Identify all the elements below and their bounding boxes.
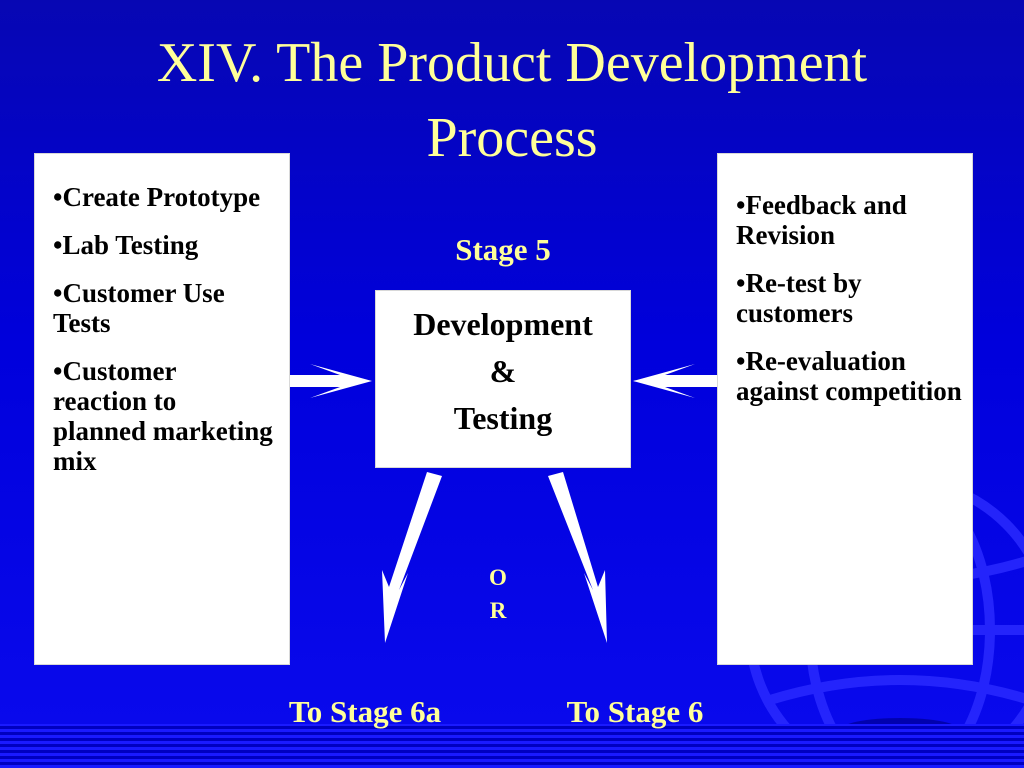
stage-box-line-2: & <box>489 352 517 389</box>
list-item: Customer reaction to planned marketing m… <box>53 356 275 476</box>
slide-title-line-2: Process <box>426 107 598 169</box>
list-item: Create Prototype <box>53 182 275 212</box>
arrow-down-left-icon <box>382 472 442 643</box>
or-label-r: R <box>489 598 507 623</box>
list-item: Re-evaluation against competition <box>736 346 962 406</box>
slide-title-line-1: XIV. The Product Development <box>156 32 868 94</box>
development-testing-box: Development & Testing <box>375 290 631 468</box>
list-item: Re-test by customers <box>736 268 962 328</box>
list-item: Feedback and Revision <box>736 190 962 250</box>
revision-activities-list: Feedback and Revision Re-test by custome… <box>736 190 962 406</box>
stage-label: Stage 5 <box>455 232 551 267</box>
arrow-right-icon <box>290 364 372 398</box>
revision-activities-box: Feedback and Revision Re-test by custome… <box>717 153 973 665</box>
arrow-down-right-icon <box>548 472 607 643</box>
arrow-left-icon <box>633 364 717 398</box>
outcome-stage-6a: To Stage 6a <box>288 694 442 729</box>
or-label-o: O <box>489 565 507 590</box>
prototype-activities-list: Create Prototype Lab Testing Customer Us… <box>53 182 275 476</box>
prototype-activities-box: Create Prototype Lab Testing Customer Us… <box>34 153 290 665</box>
list-item: Customer Use Tests <box>53 278 275 338</box>
bottom-decorative-bar <box>0 724 1024 768</box>
stage-box-line-1: Development <box>413 305 593 342</box>
outcome-stage-6: To Stage 6 <box>566 694 704 729</box>
stage-box-line-3: Testing <box>453 399 553 436</box>
list-item: Lab Testing <box>53 230 275 260</box>
